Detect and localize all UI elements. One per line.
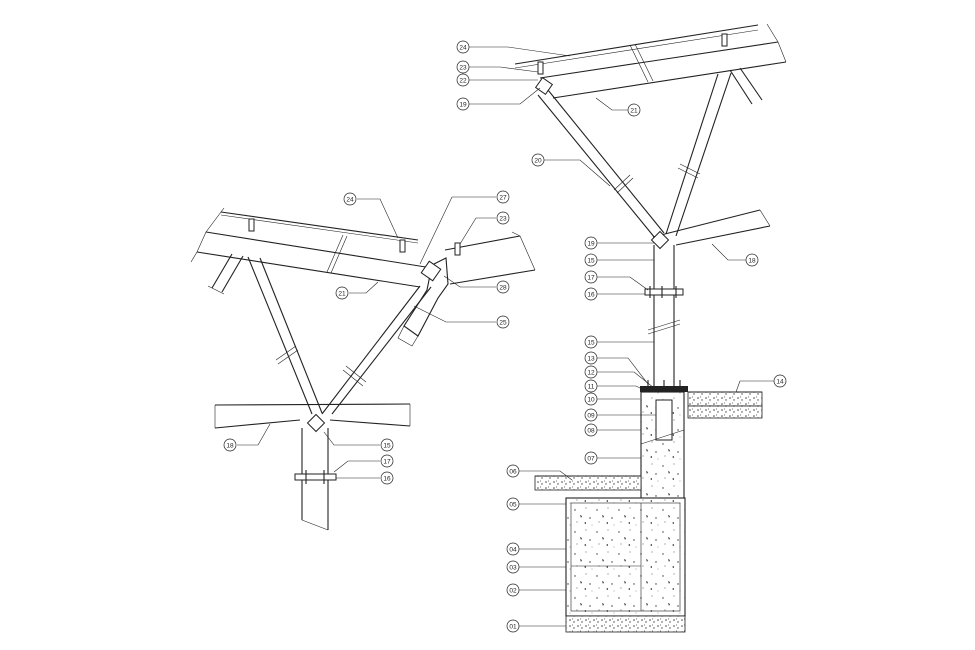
- leader-lines: [237, 46, 774, 627]
- callout-label: 24: [346, 196, 354, 203]
- callout-label: 11: [588, 383, 595, 390]
- callout-label: 15: [587, 339, 595, 346]
- callout-label: 09: [587, 412, 595, 419]
- callout-23-right: 23: [456, 60, 470, 74]
- callout-24-right: 24: [456, 40, 470, 54]
- callout-15-right-upper: 15: [584, 253, 598, 267]
- callout-24-left: 24: [343, 192, 357, 206]
- callout-28-left: 28: [496, 280, 510, 294]
- callout-label: 21: [338, 290, 346, 297]
- callout-label: 15: [587, 257, 595, 264]
- callout-19-right-top: 19: [456, 97, 470, 111]
- callout-02: 02: [506, 583, 520, 597]
- callout-label: 13: [587, 355, 595, 362]
- callout-15-right-lower: 15: [584, 335, 598, 349]
- callout-label: 21: [630, 107, 638, 114]
- callout-07: 07: [584, 451, 598, 465]
- callout-16-right: 16: [584, 287, 598, 301]
- callout-label: 10: [587, 396, 595, 403]
- callout-21-left: 21: [335, 286, 349, 300]
- callout-14: 14: [773, 374, 787, 388]
- callout-20-right: 20: [531, 153, 545, 167]
- callout-19-right-mid: 19: [584, 236, 598, 250]
- callout-18-left: 18: [223, 438, 237, 452]
- callout-label: 19: [587, 240, 595, 247]
- callout-03: 03: [506, 560, 520, 574]
- callout-label: 17: [383, 458, 391, 465]
- callout-13: 13: [584, 351, 598, 365]
- callout-label: 02: [509, 587, 517, 594]
- callout-label: 22: [459, 77, 467, 84]
- right-section-view: [514, 23, 787, 633]
- callout-25-left: 25: [496, 315, 510, 329]
- callout-21-right: 21: [627, 103, 641, 117]
- callout-label: 24: [459, 44, 467, 51]
- callout-label: 14: [776, 378, 784, 385]
- callout-label: 18: [748, 257, 756, 264]
- callout-05: 05: [506, 497, 520, 511]
- callout-22-right: 22: [456, 73, 470, 87]
- callout-label: 20: [534, 157, 542, 164]
- callout-label: 16: [587, 291, 595, 298]
- callout-15-left: 15: [380, 438, 394, 452]
- callout-label: 28: [499, 284, 507, 291]
- callout-09: 09: [584, 408, 598, 422]
- callout-06: 06: [506, 464, 520, 478]
- callout-label: 23: [499, 215, 507, 222]
- callout-10: 10: [584, 392, 598, 406]
- callout-label: 27: [499, 194, 507, 201]
- callout-12: 12: [584, 365, 598, 379]
- callout-label: 08: [587, 427, 595, 434]
- callout-label: 01: [509, 623, 517, 630]
- callout-18-right: 18: [745, 253, 759, 267]
- callout-label: 06: [509, 468, 517, 475]
- callout-11: 11: [584, 379, 598, 393]
- left-elevation-view: [190, 207, 536, 531]
- callout-17-right: 17: [584, 270, 598, 284]
- callout-27-left: 27: [496, 190, 510, 204]
- callout-16-left: 16: [380, 471, 394, 485]
- callout-08: 08: [584, 423, 598, 437]
- callout-label: 03: [509, 564, 517, 571]
- callout-04: 04: [506, 542, 520, 556]
- callout-label: 07: [587, 455, 595, 462]
- callout-label: 25: [499, 319, 507, 326]
- callout-label: 12: [587, 369, 595, 376]
- callout-23-left: 23: [496, 211, 510, 225]
- callout-label: 15: [383, 442, 391, 449]
- callout-label: 05: [509, 501, 517, 508]
- callout-17-left: 17: [380, 454, 394, 468]
- callout-label: 04: [509, 546, 517, 553]
- callout-label: 18: [226, 442, 234, 449]
- callout-label: 23: [459, 64, 467, 71]
- callout-label: 17: [587, 274, 595, 281]
- callout-label: 19: [459, 101, 467, 108]
- callout-label: 16: [383, 475, 391, 482]
- callout-01: 01: [506, 619, 520, 633]
